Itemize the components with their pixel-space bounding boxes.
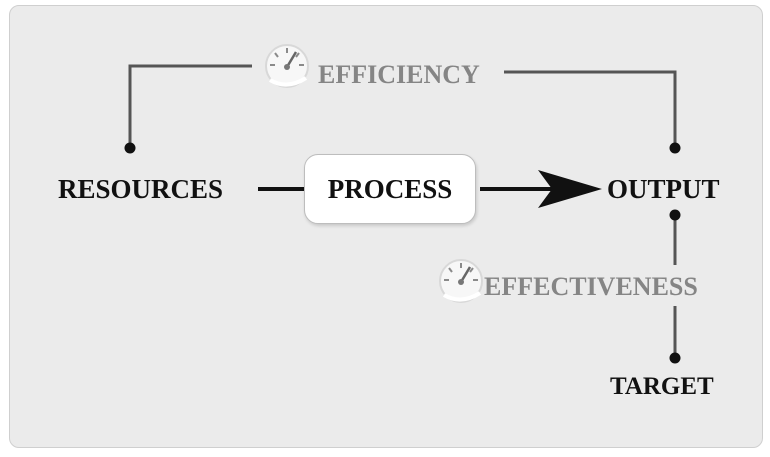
process-box: PROCESS: [304, 154, 476, 224]
output-top-dot: [669, 142, 681, 154]
output-bottom-dot: [669, 209, 681, 221]
effectiveness-label: EFFECTIVENESS: [484, 272, 698, 301]
resources-label: RESOURCES: [58, 174, 224, 204]
output-label: OUTPUT: [607, 174, 720, 204]
gauge-icon: [439, 259, 483, 303]
process-label: PROCESS: [327, 173, 453, 204]
target-dot: [669, 352, 681, 364]
gauge-icon: [265, 44, 309, 88]
diagram-panel: [9, 5, 763, 448]
target-label: TARGET: [610, 373, 714, 400]
efficiency-connector: [128, 64, 252, 148]
efficiency-label: EFFICIENCY: [318, 60, 480, 89]
output-arrowhead: [538, 170, 602, 208]
resources-dot: [124, 142, 136, 154]
efficiency-connector-right: [504, 70, 677, 148]
